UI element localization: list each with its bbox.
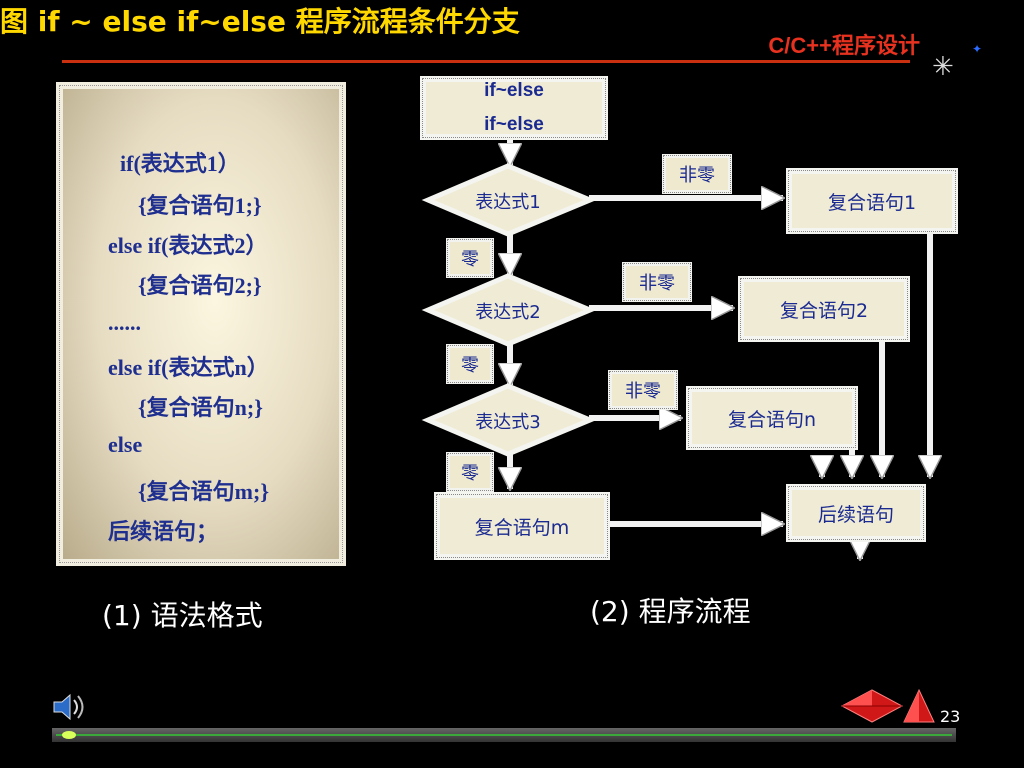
code-line: 后续语句； xyxy=(108,519,219,544)
code-line: else if(表达式n） xyxy=(108,355,269,380)
speaker-icon[interactable] xyxy=(50,690,90,724)
code-line: {复合语句1;} xyxy=(138,193,262,218)
code-line: else xyxy=(108,432,143,457)
statement-box-n: 复合语句n xyxy=(686,386,858,450)
flow-start-line: if~else xyxy=(484,114,544,135)
zero-tag-3: 零 xyxy=(446,452,494,492)
code-line: {复合语句2;} xyxy=(138,273,262,298)
nonzero-tag-3: 非零 xyxy=(608,370,678,410)
condition-label-1: 表达式1 xyxy=(475,192,541,213)
star-icon: ✳ xyxy=(932,52,954,82)
next-arrow-icon[interactable] xyxy=(902,688,936,724)
followup-box: 后续语句 xyxy=(786,484,926,542)
caption-flow: (2) 程序流程 xyxy=(590,595,751,628)
prev-arrow-icon[interactable] xyxy=(840,686,904,726)
nonzero-tag-2: 非零 xyxy=(622,262,692,302)
spark-icon: ✦ xyxy=(972,42,983,56)
condition-label-3: 表达式3 xyxy=(475,412,541,433)
figure-title: 图 if ~ else if~else 程序流程条件分支 xyxy=(0,5,520,38)
progress-bar-line xyxy=(56,734,952,736)
code-line: else if(表达式2） xyxy=(108,233,268,258)
zero-tag-1: 零 xyxy=(446,238,494,278)
progress-indicator xyxy=(62,731,76,739)
caption-syntax: (1) 语法格式 xyxy=(102,599,263,632)
condition-label-2: 表达式2 xyxy=(475,302,541,323)
condition-diamond-2 xyxy=(421,273,597,347)
page-number: 23 xyxy=(940,707,961,726)
code-line: {复合语句n;} xyxy=(138,395,263,420)
zero-tag-2: 零 xyxy=(446,344,494,384)
code-line: {复合语句m;} xyxy=(138,479,269,504)
code-line: ...... xyxy=(108,310,141,335)
condition-diamond-3 xyxy=(421,383,597,457)
header-divider xyxy=(62,60,910,63)
statement-box-2: 复合语句2 xyxy=(738,276,910,342)
slide-header-title: C/C++程序设计 xyxy=(768,33,920,58)
syntax-panel xyxy=(56,82,346,566)
flow-start-box: if~else if~else xyxy=(420,76,608,140)
flow-start-line: if~else xyxy=(484,80,544,101)
condition-diamond-1 xyxy=(421,163,597,237)
statement-box-1: 复合语句1 xyxy=(786,168,958,234)
code-line: if(表达式1） xyxy=(120,151,240,176)
nonzero-tag-1: 非零 xyxy=(662,154,732,194)
statement-box-m: 复合语句m xyxy=(434,492,610,560)
